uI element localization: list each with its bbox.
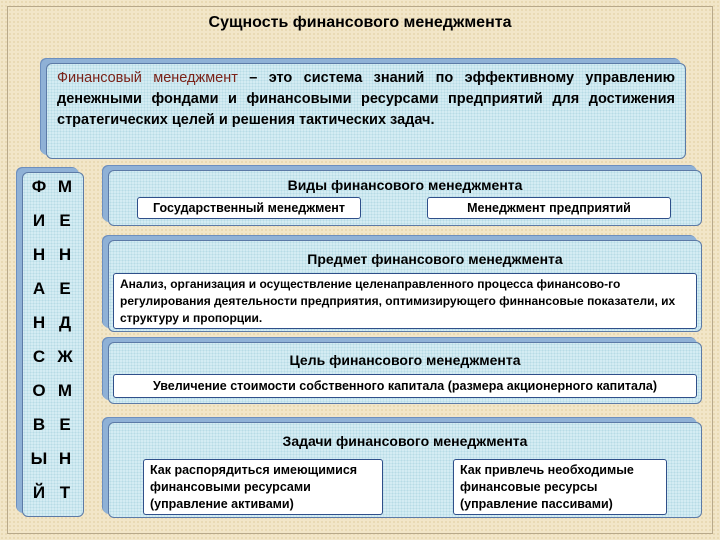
acronym-row: Ф М [23,177,85,197]
tasks-section: Задачи финансового менеджмента Как распо… [108,422,702,518]
acronym-row: Н Д [23,313,85,333]
acronym-letter: И [32,211,46,230]
acronym-row: О М [23,381,85,401]
acronym-column: Ф М И Е Н Н А Е Н Д С Ж О М В Е Ы Н Й Т [22,172,84,517]
types-section: Виды финансового менеджмента Государстве… [108,170,702,226]
acronym-letter: Е [59,279,71,298]
subject-heading: Предмет финансового менеджмента [307,251,563,267]
type-item-state: Государственный менеджмент [137,197,361,219]
acronym-letter: Й [32,483,46,502]
type-item-enterprise: Менеджмент предприятий [427,197,671,219]
goal-heading: Цель финансового менеджмента [289,352,521,368]
tasks-heading: Задачи финансового менеджмента [282,433,528,449]
acronym-letter: М [57,381,73,400]
acronym-letter: Ж [57,347,73,366]
acronym-row: С Ж [23,347,85,367]
acronym-row: И Е [23,211,85,231]
acronym-row: Ы Н [23,449,85,469]
acronym-row: А Е [23,279,85,299]
acronym-letter: А [32,279,46,298]
acronym-letter: О [32,381,46,400]
acronym-letter: Е [59,211,71,230]
acronym-row: Н Н [23,245,85,265]
acronym-letter: В [32,415,46,434]
acronym-letter: Ы [30,449,48,468]
acronym-letter: Н [32,245,46,264]
acronym-letter: Н [32,313,46,332]
acronym-letter: М [57,177,73,196]
acronym-letter: Ф [31,177,47,196]
acronym-letter: Д [58,313,72,332]
acronym-letter: Н [58,245,72,264]
acronym-row: Й Т [23,483,85,503]
goal-text: Увеличение стоимости собственного капита… [113,374,697,398]
types-heading: Виды финансового менеджмента [287,177,523,193]
acronym-row: В Е [23,415,85,435]
task-item-assets: Как распорядиться имеющимися финансовыми… [143,459,383,515]
subject-text: Анализ, организация и осуществление целе… [113,273,697,329]
acronym-letter: Е [59,415,71,434]
subject-section: Предмет финансового менеджмента Анализ, … [108,240,702,332]
definition-text: – это система знаний по эффективному упр… [57,70,676,128]
definition-panel: Финансовый менеджмент – это система знан… [46,63,686,159]
definition-term: Финансовый менеджмент [57,70,238,86]
acronym-letter: Н [58,449,72,468]
acronym-letter: Т [59,483,71,502]
goal-section: Цель финансового менеджмента Увеличение … [108,342,702,404]
page-title: Сущность финансового менеджмента [208,14,512,31]
task-item-liabilities: Как привлечь необходимые финансовые ресу… [453,459,667,515]
acronym-letter: С [32,347,46,366]
slide-frame [7,6,713,534]
